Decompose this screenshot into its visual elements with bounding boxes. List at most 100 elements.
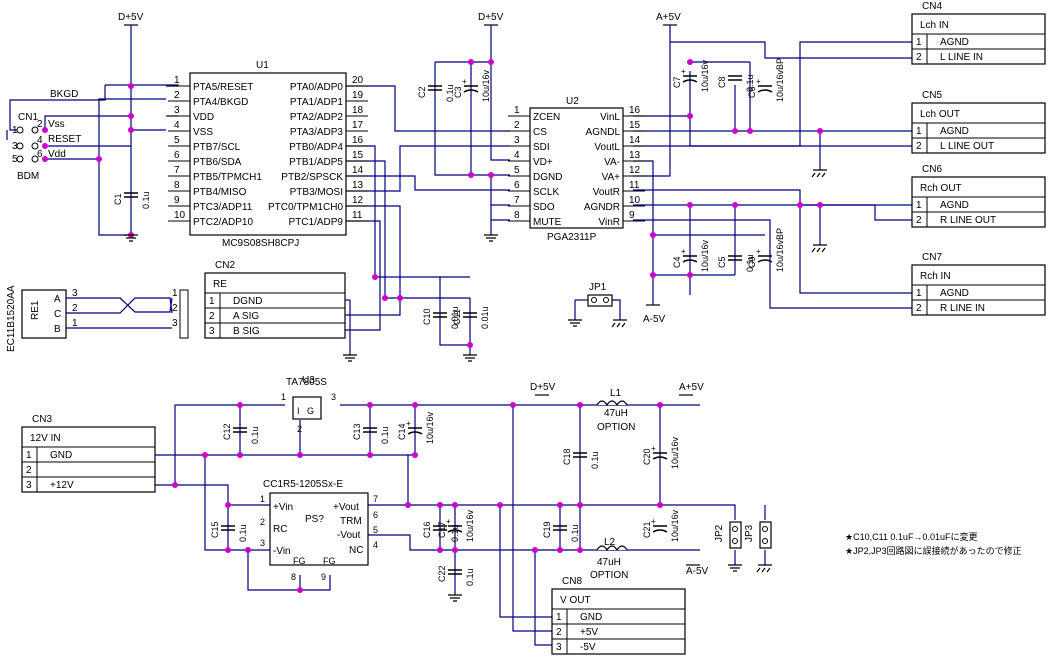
ic-u1: U1 MC9S08SH8CPJ: [189, 60, 347, 249]
pin-name: PTC1/ADP9: [289, 217, 344, 228]
wires: [6, 25, 912, 646]
pin-name: VoutL: [594, 142, 620, 153]
pin-number: 6: [514, 180, 520, 191]
pin-number: 18: [352, 105, 364, 116]
re1-ref: RE1: [30, 300, 41, 320]
ps-pin-num-3: 3: [260, 538, 265, 548]
capacitor-ref: C12: [222, 423, 232, 440]
connector-pin-number: 1: [916, 126, 922, 137]
re1-part: EC11B1520AA: [6, 285, 17, 352]
capacitor-value: 0.1u: [570, 524, 580, 542]
connector-title: 12V IN: [30, 433, 61, 444]
cn1-ref: CN1: [18, 112, 38, 123]
pin-number: 19: [352, 90, 364, 101]
pin-name: PTC2/ADP10: [193, 217, 253, 228]
pin-name: PTB1/ADP5: [289, 157, 343, 168]
u2-ref: U2: [566, 96, 579, 107]
pin-number: 20: [352, 75, 364, 86]
pin-number: 15: [352, 150, 364, 161]
u3-part: TA7805S: [286, 377, 327, 388]
l2-ref: L2: [604, 537, 616, 548]
ps-pin-fg-2: FG: [323, 556, 336, 566]
connector-pin-number: 2: [209, 311, 215, 322]
capacitor-value: 0.1u: [380, 426, 390, 444]
ps-pin-fg-1: FG: [293, 556, 306, 566]
pin-number: 5: [174, 135, 180, 146]
connector-title: Rch OUT: [920, 183, 962, 194]
pin-number: 10: [174, 210, 186, 221]
connector-title: Lch OUT: [920, 109, 960, 120]
u1-right-pins: 20PTA0/ADP019PTA1/ADP118PTA2/ADP217PTA3/…: [268, 75, 368, 228]
ps-pin-num-2: 2: [260, 517, 265, 527]
connector-pin-label: AGND: [940, 126, 969, 137]
capacitor-value: 0.1u: [450, 524, 460, 542]
pin-number: 16: [629, 105, 641, 116]
pin-name: PTA3/ADP3: [290, 127, 344, 138]
pin-number: 7: [174, 165, 180, 176]
connector-pin-number: 2: [916, 141, 922, 152]
ps-pin-nc: NC: [349, 545, 363, 556]
pin-number: 2: [174, 90, 180, 101]
capacitor-ref: C17: [437, 521, 447, 538]
pin-number: 12: [352, 195, 364, 206]
l2-note: OPTION: [590, 570, 628, 581]
connector-pin-number: 2: [916, 52, 922, 63]
svg-text:+: +: [756, 77, 761, 86]
pin-number: 7: [514, 195, 520, 206]
capacitor-ref: C16: [422, 521, 432, 538]
capacitor-value: 0.1u: [745, 74, 755, 92]
capacitor-value: 10u/16vBP: [775, 228, 785, 272]
svg-text:+: +: [756, 247, 761, 256]
connector-pin-number: 2: [556, 627, 562, 638]
connector-title: RE: [213, 279, 227, 290]
svg-text:+: +: [651, 517, 656, 526]
pin-name: ZCEN: [533, 112, 560, 123]
connector-ref: CN4: [922, 1, 942, 12]
pin-name: PTC3/ADP11: [193, 202, 253, 213]
pin-name: PTC0/TPM1CH0: [268, 202, 343, 213]
pin-number: 12: [629, 165, 641, 176]
capacitor-value: 0.01u: [450, 306, 460, 329]
pin-name: VDD: [193, 112, 214, 123]
re1-pin-c: C: [54, 309, 61, 320]
ps-ref: PS?: [305, 514, 324, 525]
cn1-pin-1: 1: [12, 125, 18, 136]
pin-name: PTB5/TPMCH1: [193, 172, 262, 183]
capacitor-ref: C20: [642, 448, 652, 465]
l2-value: 47uH: [597, 557, 621, 568]
ps-pin-num-9: 9: [321, 572, 326, 582]
pin-number: 4: [174, 120, 180, 131]
connector-pin-label: GND: [50, 450, 72, 461]
u2-part: PGA2311P: [547, 232, 597, 243]
pin-number: 9: [174, 195, 180, 206]
pin-name: PTA4/BKGD: [193, 97, 248, 108]
capacitor-value: 10u/16v: [425, 411, 435, 444]
cn1-signal-vdd: Vdd: [48, 149, 66, 160]
pin-number: 16: [352, 135, 364, 146]
pin-number: 14: [629, 135, 641, 146]
u3-pin-num-1: 1: [281, 392, 286, 402]
u2-right-pins: 16VinL15AGNDL14VoutL13VA-12VA+11VoutR10A…: [584, 105, 645, 228]
pin-number: 6: [174, 150, 180, 161]
ps-pin-num-5: 5: [373, 525, 378, 535]
connector-pin-label: B SIG: [233, 326, 260, 337]
jp1-ref: JP1: [589, 282, 607, 293]
u3-pin-num-3: 3: [331, 392, 336, 402]
pin-number: 13: [629, 150, 641, 161]
pin-name: PTB6/SDA: [193, 157, 242, 168]
pin-name: PTB4/MISO: [193, 187, 247, 198]
capacitor-ref: C18: [562, 448, 572, 465]
inductor-l2: L2 47uH OPTION: [590, 537, 628, 581]
ps-pin-vout-minus: -Vout: [337, 530, 361, 541]
